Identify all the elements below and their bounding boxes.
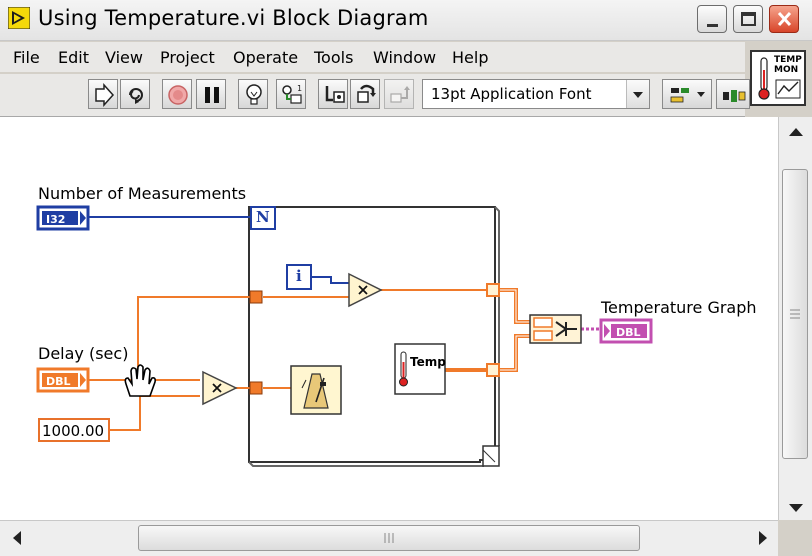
horizontal-scroll-thumb[interactable] bbox=[138, 525, 640, 551]
terminal-type-i32: I32 bbox=[46, 213, 66, 226]
scroll-right-arrow-icon[interactable] bbox=[750, 521, 776, 555]
grip-icon bbox=[384, 533, 394, 543]
for-loop[interactable] bbox=[248, 206, 500, 467]
scroll-left-arrow-icon[interactable] bbox=[4, 521, 30, 555]
numeric-constant-1000[interactable]: 1000.00 bbox=[38, 418, 110, 442]
minimize-icon bbox=[707, 24, 718, 27]
tunnel-left-upper[interactable] bbox=[249, 290, 263, 304]
loop-count-terminal[interactable] bbox=[250, 206, 276, 230]
retain-wire-icon: 1 bbox=[282, 84, 302, 104]
wire-delay[interactable] bbox=[88, 296, 251, 431]
thermometer-icon bbox=[758, 57, 801, 100]
bundle-icon bbox=[555, 321, 577, 337]
labview-app-icon bbox=[8, 7, 30, 29]
label-number-of-measurements: Number of Measurements bbox=[38, 184, 247, 203]
loop-count-label: N bbox=[256, 208, 270, 226]
scroll-down-arrow-icon[interactable] bbox=[779, 495, 812, 521]
close-button[interactable] bbox=[769, 5, 799, 33]
wait-ms-function[interactable] bbox=[290, 365, 342, 415]
step-out-button[interactable] bbox=[384, 79, 414, 109]
vertical-scrollbar[interactable] bbox=[778, 117, 812, 520]
diagram-wires bbox=[36, 205, 653, 467]
label-delay: Delay (sec) bbox=[38, 344, 129, 363]
wire-arrays-to-bundle[interactable] bbox=[498, 288, 530, 372]
numeric-constant-value: 1000.00 bbox=[42, 422, 105, 440]
run-arrow-icon bbox=[95, 83, 115, 107]
horizontal-scrollbar[interactable] bbox=[0, 520, 778, 556]
vertical-scroll-thumb[interactable] bbox=[782, 169, 808, 459]
retain-wire-values-button[interactable]: 1 bbox=[276, 79, 306, 109]
multiply-function-delay[interactable] bbox=[202, 370, 238, 406]
highlight-execution-button[interactable] bbox=[238, 79, 268, 109]
temp-subvi-label: Temp bbox=[410, 355, 446, 369]
menu-file[interactable]: File bbox=[13, 48, 40, 67]
wire-iteration[interactable] bbox=[311, 276, 349, 284]
tunnel-right-upper[interactable] bbox=[486, 283, 500, 297]
pause-button[interactable] bbox=[196, 79, 226, 109]
dropdown-arrow-icon[interactable] bbox=[626, 80, 649, 108]
align-objects-icon bbox=[670, 88, 705, 103]
step-over-icon bbox=[357, 84, 376, 103]
window-title: Using Temperature.vi Block Diagram bbox=[38, 6, 429, 30]
label-temperature-graph: Temperature Graph bbox=[601, 298, 757, 317]
hand-cursor-icon bbox=[124, 364, 156, 397]
menu-bar: File Edit View Project Operate Tools Win… bbox=[0, 42, 745, 72]
terminal-type-dbl: DBL bbox=[46, 375, 71, 388]
distribute-objects-button[interactable] bbox=[716, 79, 750, 109]
menu-operate[interactable]: Operate bbox=[233, 48, 299, 67]
terminal-type-graph: DBL bbox=[616, 326, 641, 339]
lightbulb-icon bbox=[246, 84, 262, 105]
menu-project[interactable]: Project bbox=[160, 48, 215, 67]
title-bar[interactable]: Using Temperature.vi Block Diagram bbox=[0, 0, 812, 41]
terminal-delay[interactable] bbox=[36, 367, 90, 393]
step-into-button[interactable] bbox=[318, 79, 348, 109]
step-into-icon bbox=[325, 86, 345, 103]
align-objects-button[interactable] bbox=[662, 79, 712, 109]
scroll-up-arrow-icon[interactable] bbox=[779, 119, 812, 145]
menu-window[interactable]: Window bbox=[373, 48, 437, 67]
grip-icon bbox=[790, 309, 800, 319]
metronome-icon bbox=[301, 373, 329, 409]
terminal-number-of-measurements[interactable] bbox=[36, 205, 90, 231]
run-continuously-button[interactable] bbox=[120, 79, 150, 109]
loop-iteration-label: i bbox=[296, 267, 302, 285]
close-icon bbox=[777, 11, 792, 27]
multiply-icon bbox=[212, 383, 222, 393]
run-button[interactable] bbox=[88, 79, 118, 109]
loop-iteration-terminal[interactable] bbox=[286, 264, 312, 290]
minimize-button[interactable] bbox=[697, 5, 727, 33]
abort-stop-icon bbox=[168, 85, 188, 105]
font-select-value: 13pt Application Font bbox=[431, 85, 592, 103]
block-diagram-canvas[interactable]: Number of Measurements Delay (sec) Tempe… bbox=[0, 117, 778, 520]
pause-icon bbox=[205, 87, 219, 103]
abort-button[interactable] bbox=[162, 79, 192, 109]
menu-help[interactable]: Help bbox=[452, 48, 489, 67]
step-out-icon bbox=[390, 86, 410, 103]
build-waveform-function[interactable] bbox=[529, 314, 582, 344]
terminal-temperature-graph[interactable] bbox=[599, 318, 653, 344]
multiply-function-loop[interactable] bbox=[348, 272, 383, 308]
menu-tools[interactable]: Tools bbox=[314, 48, 354, 67]
step-over-button[interactable] bbox=[350, 79, 380, 109]
svg-text:1: 1 bbox=[297, 84, 302, 93]
menu-edit[interactable]: Edit bbox=[58, 48, 89, 67]
tunnel-left-lower[interactable] bbox=[249, 381, 263, 395]
toolbar: 1 13pt Application Font bbox=[0, 74, 750, 117]
multiply-icon bbox=[358, 285, 368, 295]
run-continuously-icon bbox=[129, 88, 143, 104]
temp-subvi[interactable] bbox=[394, 343, 446, 395]
distribute-objects-icon bbox=[723, 90, 746, 102]
menu-view[interactable]: View bbox=[105, 48, 143, 67]
maximize-icon bbox=[741, 12, 756, 26]
scrollbar-corner bbox=[778, 520, 812, 556]
maximize-button[interactable] bbox=[733, 5, 763, 33]
text-settings-select[interactable]: 13pt Application Font bbox=[422, 79, 650, 109]
tunnel-right-lower[interactable] bbox=[486, 363, 500, 377]
